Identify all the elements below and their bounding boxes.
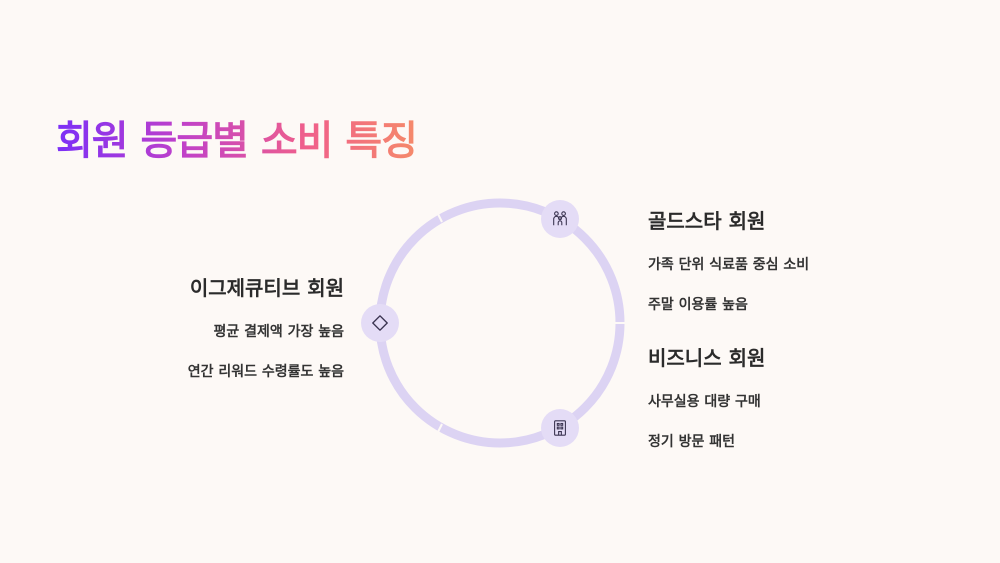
gold-star-line-2: 주말 이용률 높음 <box>648 297 748 313</box>
gold-star-text-group: 골드스타 회원 가족 단위 식료품 중심 소비 주말 이용률 높음 <box>648 205 809 314</box>
diamond-icon <box>372 315 388 331</box>
executive-text-group: 이그제큐티브 회원 평균 결제액 가장 높음 연간 리워드 수령률도 높음 <box>188 272 344 381</box>
gold-star-line-1: 가족 단위 식료품 중심 소비 <box>648 257 810 273</box>
business-line-1: 사무실용 대량 구매 <box>648 394 761 410</box>
building-icon <box>554 420 566 436</box>
page-title: 회원 등급별 소비 특징 <box>56 108 418 166</box>
executive-heading: 이그제큐티브 회원 <box>189 276 344 300</box>
gold-star-heading: 골드스타 회원 <box>648 209 766 233</box>
gold-star-node <box>541 200 579 238</box>
executive-line-2: 연간 리워드 수령률도 높음 <box>187 364 344 380</box>
executive-node <box>361 304 399 342</box>
family-icon <box>553 211 567 226</box>
business-text-group: 비즈니스 회원 사무실용 대량 구매 정기 방문 패턴 <box>648 342 765 451</box>
business-node <box>541 409 579 447</box>
executive-line-1: 평균 결제액 가장 높음 <box>213 324 344 340</box>
business-heading: 비즈니스 회원 <box>648 346 766 370</box>
business-line-2: 정기 방문 패턴 <box>648 434 736 450</box>
